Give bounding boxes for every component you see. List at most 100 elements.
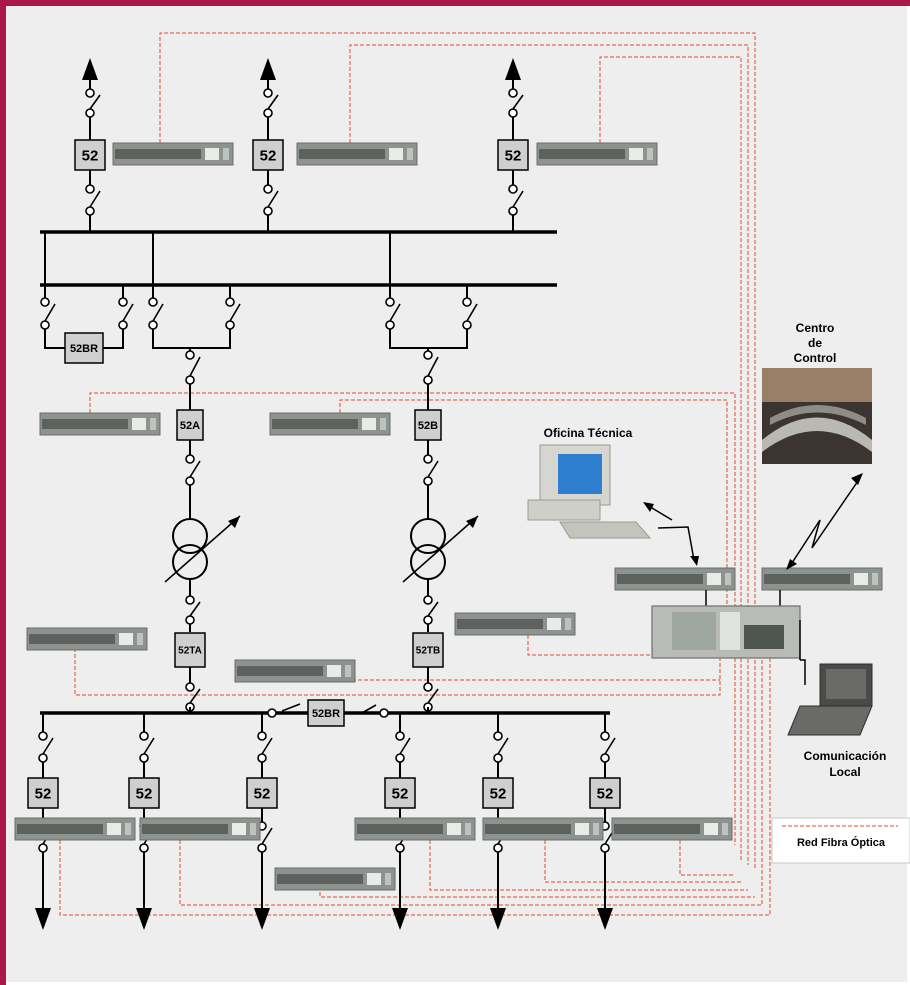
hv-feeder-1-disconnect-bottom-contact-top (85, 184, 95, 194)
lv-feeder-4-breaker-label: 52 (392, 785, 409, 802)
bay-a-disconnect-bus1-contact-top (148, 297, 158, 307)
tap-changer-arrow (402, 515, 479, 583)
relay-indicator (150, 418, 156, 430)
protection-relay-icon (274, 867, 396, 891)
lv-feeder-5-breaker-box (482, 777, 514, 809)
lv-feeder-3-breaker-label: 52 (254, 785, 271, 802)
wireless-b-arrowhead-start (786, 559, 797, 570)
fiber-optic-network (59, 32, 771, 916)
transformer-bay-b-hv-breaker-label: 52B (418, 420, 438, 432)
relay-indicator (593, 823, 599, 835)
relay-display (107, 823, 121, 835)
relay-indicator (223, 148, 229, 160)
laptop-computer-icon (787, 663, 873, 736)
lv-feeder-2-breaker-label: 52 (136, 785, 153, 802)
fiber-lv-3 (319, 880, 755, 898)
wireless-b-arrowhead-end (851, 473, 863, 485)
protection-relay-icon (112, 142, 234, 166)
bay-b-disconnect-bus2-contact-top (462, 297, 472, 307)
lv-feeder-2-breaker: 52 (128, 777, 160, 809)
hv-feeder-2-arrow-up-icon (260, 58, 276, 80)
protection-relay-icon (14, 817, 136, 841)
relay-display (327, 665, 341, 677)
hv-feeder-2-disconnect-top-contact-top (263, 88, 273, 98)
rtu-panel-right (744, 625, 784, 649)
coupler-link-right (102, 329, 124, 349)
relay-display (707, 573, 721, 585)
transformer-bay-a-disconnect-2-contact-bottom (185, 476, 195, 486)
transformer-bay-a-disconnect-3-contact-bottom (185, 615, 195, 625)
lv-feeder-6-disconnect-bottom-contact-bottom (600, 843, 610, 853)
lv-feeder-5-breaker: 52 (482, 777, 514, 809)
relay-display (132, 418, 146, 430)
transformer-bay-b-disconnect-3-contact-top (423, 595, 433, 605)
legend-label: Red Fibra Óptica (797, 836, 886, 849)
relay-panel (277, 874, 363, 884)
relay-panel (237, 666, 323, 676)
transformer-bay-a-lv-breaker-box (174, 632, 206, 668)
relay-panel (299, 149, 385, 159)
monitor-screen (558, 454, 602, 494)
transformer-bay-b-disconnect-3-contact-bottom (423, 615, 433, 625)
transformer-bay-b-hv-breaker-box (414, 409, 442, 441)
transformer-bay-b-disconnect-1-contact-bottom (423, 375, 433, 385)
lv-feeder-2-disconnect-top-contact-top (139, 731, 149, 741)
transformer-bay-a-disconnect-4-contact-top (185, 682, 195, 692)
centro-control-label-2: de (808, 336, 822, 350)
lv-feeder-1-breaker-box (27, 777, 59, 809)
bay-a-junction (152, 329, 231, 349)
transformer-bay-b-disconnect-4-contact-top (423, 682, 433, 692)
lv-feeder-3-disconnect-bottom-blade (261, 827, 273, 845)
relay-indicator (722, 823, 728, 835)
lv-feeder-4-arrow-down-icon (392, 908, 408, 930)
fiber-lv-5 (544, 828, 741, 883)
lv-feeder-3-arrow-down-icon (254, 908, 270, 930)
lv-feeder-4-disconnect-top-contact-top (395, 731, 405, 741)
relay-panel (115, 149, 201, 159)
relay-display (362, 418, 376, 430)
bay-a-disconnect-bus2-blade (229, 303, 241, 322)
relay-display (704, 823, 718, 835)
transformer-bay-b-disconnect-1-contact-top (423, 350, 433, 360)
bay-a-disconnect-bus2-contact-top (225, 297, 235, 307)
relay-panel (457, 619, 543, 629)
transformer-bay-a-hv-breaker-label: 52A (180, 420, 200, 432)
relay-indicator (125, 823, 131, 835)
relay-display (547, 618, 561, 630)
rtu-panel-left (672, 612, 716, 650)
coupler-disconnect-right-contact-top (118, 297, 128, 307)
transformer-bay-a-disconnect-1-contact-bottom (185, 375, 195, 385)
communication-module-icon (614, 567, 736, 591)
protection-relay-icon (269, 412, 391, 436)
protection-relay-icon (296, 142, 418, 166)
protection-relay-icon (536, 142, 658, 166)
bay-b-disconnect-bus2-contact-bottom (462, 320, 472, 330)
hv-feeder-2-disconnect-bottom-contact-bottom (263, 206, 273, 216)
transformer-bay-b-disconnect-4-blade (427, 688, 439, 704)
lv-feeder-1-disconnect-bottom-contact-bottom (38, 843, 48, 853)
lv-feeder-2-breaker-box (128, 777, 160, 809)
lv-feeder-6-disconnect-top-contact-top (600, 731, 610, 741)
lv-feeder-5-disconnect-top-contact-bottom (493, 753, 503, 763)
fiber-feeder-1 (159, 32, 756, 870)
relay-indicator (725, 573, 731, 585)
lv-feeder-3-breaker: 52 (246, 777, 278, 809)
transformer-bay-a-disconnect-4-blade (189, 688, 201, 704)
relay-display (119, 633, 133, 645)
laptop-cable-2 (800, 659, 806, 685)
coupler-disconnect-right-contact-bottom (118, 320, 128, 330)
transformer-bay-a-lv-breaker: 52TA (174, 632, 206, 668)
bay-b-disconnect-bus1-blade (389, 303, 401, 322)
lv-feeder-4-breaker: 52 (384, 777, 416, 809)
protection-relay-icon (139, 817, 261, 841)
transformer-bay-a-hv-breaker-box (176, 409, 204, 441)
relay-indicator (465, 823, 471, 835)
lv-feeder-4-breaker-box (384, 777, 416, 809)
hv-feeder-1-breaker: 52 (74, 139, 106, 171)
centro-control-label-1: Centro (796, 321, 835, 335)
transformer-bay-b-lv-breaker-label: 52TB (416, 646, 440, 657)
hv-feeder-3-disconnect-bottom-contact-bottom (508, 206, 518, 216)
transformer-bay-a-disconnect-2-contact-top (185, 454, 195, 464)
transformer-bay-b-lv-breaker: 52TB (412, 632, 444, 668)
